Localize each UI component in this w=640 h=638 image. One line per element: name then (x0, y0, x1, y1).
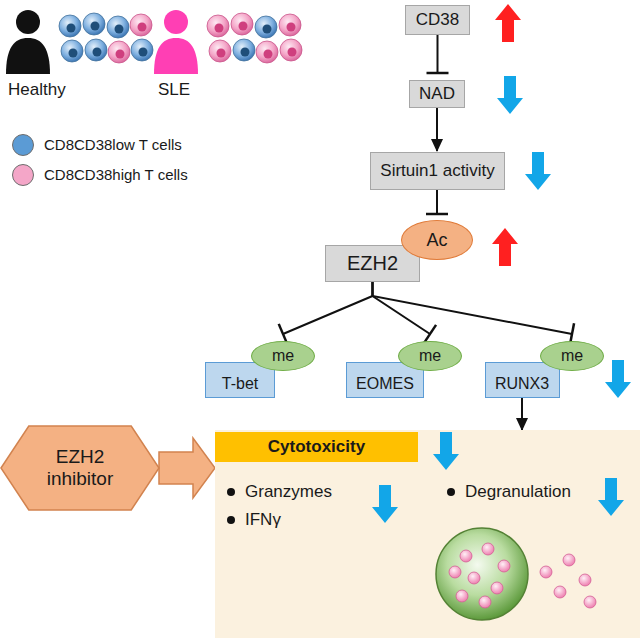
methyl-mark: me (540, 341, 604, 371)
node-label: me (419, 347, 441, 365)
cell-cluster (59, 13, 153, 63)
node-label: Sirtuin1 activity (380, 161, 494, 181)
acetyl-mark: Ac (401, 220, 473, 260)
effect-label: Degranulation (465, 482, 571, 502)
arrow-connector (522, 398, 523, 430)
cell-cluster (207, 13, 302, 63)
node-label: Cytotoxicity (268, 437, 365, 457)
node-label: EZH2 inhibitor (30, 446, 130, 490)
node-label: EZH2 (347, 252, 398, 275)
inhibition-line (279, 282, 373, 344)
process-box: NAD (409, 80, 465, 108)
increase-arrow (492, 4, 521, 266)
effect-label: IFNγ (245, 510, 281, 530)
effect-panel: GranzymesIFNγ Degranulation Cytotoxicity (215, 430, 640, 638)
degranulation-picture (436, 528, 596, 620)
node-label: me (272, 347, 294, 365)
heading-bar: Cytotoxicity (215, 432, 418, 462)
legend-label: CD8CD38low T cells (44, 136, 182, 153)
node-label: Ac (426, 230, 447, 251)
bullet-dot (227, 488, 235, 496)
node-label: RUNX3 (495, 375, 549, 393)
group-label: Healthy (8, 80, 66, 100)
arrow-connector (437, 108, 438, 151)
inhibition-line (426, 190, 448, 214)
bullet-dot (447, 488, 455, 496)
effect-label: Granzymes (245, 482, 332, 502)
legend-label: CD8CD38high T cells (44, 166, 188, 183)
node-label: NAD (419, 84, 455, 104)
block-arrow (159, 438, 215, 498)
legend-swatch (12, 164, 34, 186)
inhibition-line (373, 282, 575, 345)
inhibition-line (373, 282, 437, 343)
group-label: SLE (158, 80, 190, 100)
drug-hexagon: EZH2 inhibitor (0, 425, 160, 511)
gene-box: RUNX3 (485, 362, 560, 398)
person-icon (154, 10, 198, 74)
node-label: me (561, 347, 583, 365)
bullet-dot (227, 516, 235, 524)
inhibition-line (427, 35, 449, 73)
process-box: Sirtuin1 activity (370, 152, 505, 190)
methyl-mark: me (398, 341, 462, 371)
person-icon (6, 10, 50, 74)
methyl-mark: me (251, 341, 315, 371)
node-label: CD38 (416, 10, 459, 30)
process-box: CD38 (405, 5, 470, 35)
legend-swatch (12, 134, 34, 156)
node-label: EOMES (356, 375, 414, 393)
node-label: T-bet (222, 375, 258, 393)
decrease-arrow (372, 76, 631, 523)
